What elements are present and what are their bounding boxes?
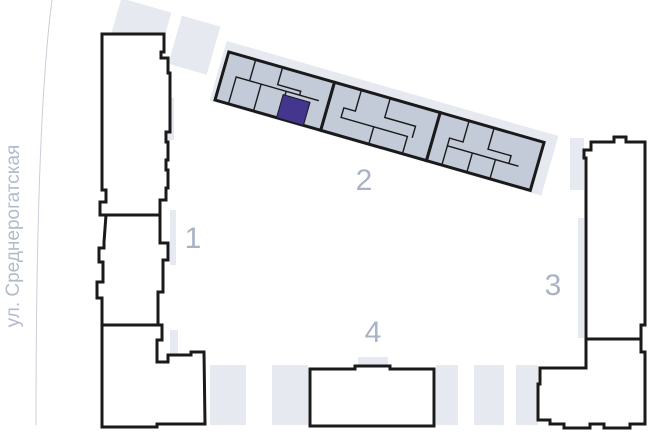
building-2-section-c[interactable]	[424, 110, 546, 193]
selected-apartment[interactable]	[275, 93, 311, 126]
building-1[interactable]	[95, 32, 207, 429]
street-label: ул. Среднерогатская	[3, 145, 24, 328]
building-3-section-a[interactable]	[582, 135, 647, 341]
building-4[interactable]	[308, 364, 436, 428]
building-4-number: 4	[365, 316, 382, 349]
building-3-section-b[interactable]	[536, 337, 647, 430]
building-2-number: 2	[356, 164, 373, 197]
building-2[interactable]	[213, 50, 546, 193]
building-1-number: 1	[185, 222, 202, 255]
building-1-section-c[interactable]	[100, 323, 207, 429]
building-1-section-a[interactable]	[98, 32, 172, 217]
building-3-number: 3	[545, 269, 562, 302]
building-2-section-b[interactable]	[318, 80, 443, 163]
building-2-section-a[interactable]	[213, 50, 337, 133]
building-1-section-b[interactable]	[95, 213, 170, 327]
building-3[interactable]	[536, 135, 647, 430]
apartment-outlines	[227, 59, 519, 180]
street-line	[35, 0, 53, 426]
